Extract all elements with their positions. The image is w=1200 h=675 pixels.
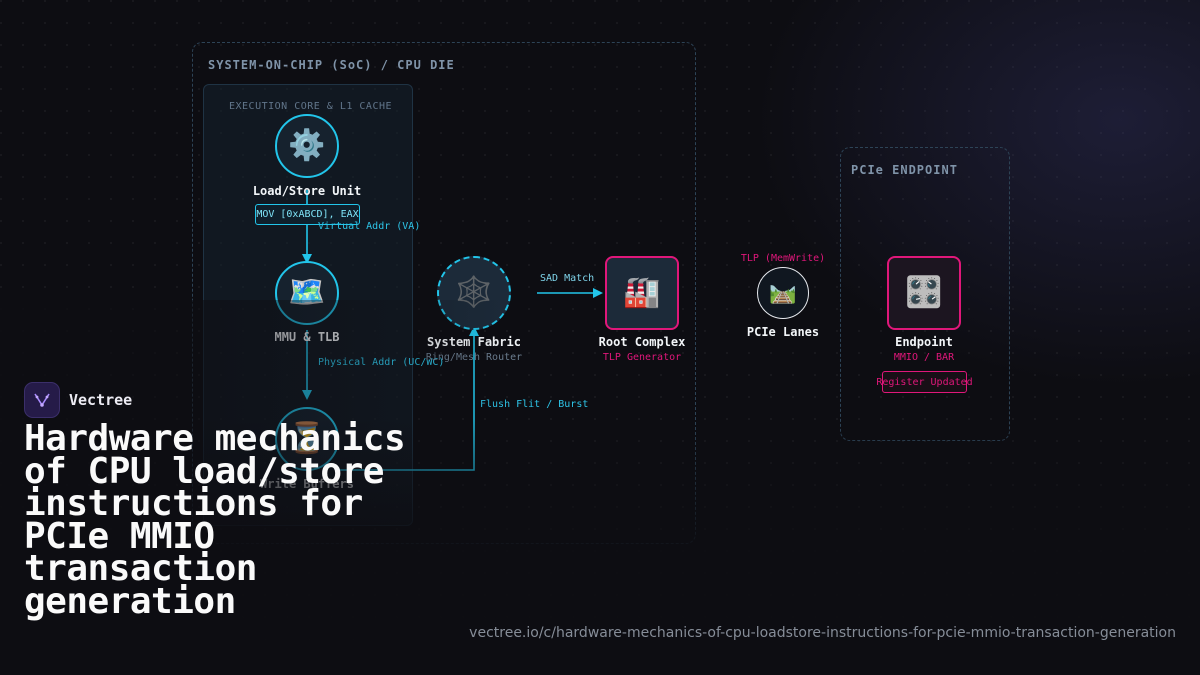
root-complex-node[interactable]: 🏭 xyxy=(605,256,679,330)
control-knobs-icon: 🎛️ xyxy=(905,275,943,310)
load-store-unit-title: Load/Store Unit xyxy=(252,184,362,198)
endpoint-sub: MMIO / BAR xyxy=(893,352,955,363)
map-icon: 🗺️ xyxy=(288,275,326,310)
endpoint-node[interactable]: 🎛️ xyxy=(887,256,961,330)
system-fabric-sub: Ring/Mesh Router xyxy=(425,352,523,363)
system-fabric-title: System Fabric xyxy=(427,335,521,349)
tlp-memwrite-label: TLP (MemWrite) xyxy=(740,253,826,264)
pcie-lanes-node[interactable]: 🛤️ xyxy=(757,267,809,319)
root-complex-sub: TLP Generator xyxy=(602,352,682,363)
system-fabric-node[interactable]: 🕸️ xyxy=(437,256,511,330)
page-title: Hardware mechanics of CPU load/store ins… xyxy=(24,418,406,622)
sad-match-label: SAD Match xyxy=(540,273,595,284)
flush-flit-label: Flush Flit / Burst xyxy=(480,399,589,410)
gear-icon: ⚙️ xyxy=(288,128,326,163)
mmu-tlb-node[interactable]: 🗺️ xyxy=(275,261,339,325)
mmu-tlb-title: MMU & TLB xyxy=(274,330,340,344)
register-updated-tag: Register Updated xyxy=(876,371,973,393)
load-store-unit-node[interactable]: ⚙️ xyxy=(275,114,339,178)
root-complex-title: Root Complex xyxy=(598,335,686,349)
brand-name: Vectree xyxy=(69,391,133,409)
page-url[interactable]: vectree.io/c/hardware-mechanics-of-cpu-l… xyxy=(469,625,1176,641)
railway-track-icon: 🛤️ xyxy=(769,280,797,305)
factory-icon: 🏭 xyxy=(623,275,661,310)
virtual-addr-label: Virtual Addr (VA) xyxy=(318,221,421,232)
endpoint-title: Endpoint xyxy=(895,335,953,349)
vectree-logo-icon xyxy=(24,382,60,418)
brand: Vectree xyxy=(24,382,132,418)
spider-web-icon: 🕸️ xyxy=(455,275,493,310)
pcie-lanes-title: PCIe Lanes xyxy=(746,325,820,339)
